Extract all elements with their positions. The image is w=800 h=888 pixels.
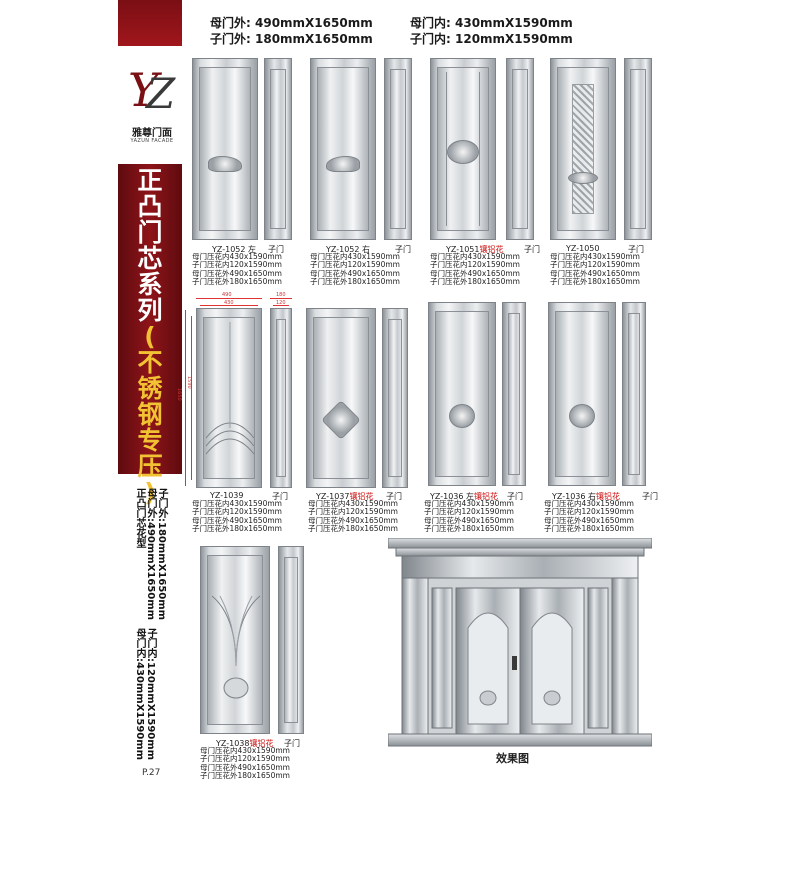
- title-char: 凸: [137, 192, 163, 221]
- series-title: 正凸门芯系列(不锈钢专压): [118, 168, 182, 506]
- product-code-1037: YZ-1037镶铝花: [316, 492, 374, 501]
- side-note-child-outer: 子门外:180mmX1650mm: [156, 488, 167, 621]
- child-door-panel-1050: [624, 58, 652, 240]
- dimension-child-inner-width: 120: [276, 300, 286, 306]
- dimension-line-inner-width: [200, 305, 258, 306]
- door-panel-1052-left: [192, 58, 258, 240]
- child-door-panel-1037: [382, 308, 408, 488]
- dimension-line-outer-width: [196, 298, 262, 299]
- child-outer-dimension: 子门外: 180mmX1650mm: [210, 32, 373, 46]
- product-code-1052-left: YZ-1052 左: [212, 245, 257, 254]
- child-door-label: 子门: [628, 245, 644, 254]
- door-panel-1050: [550, 58, 616, 240]
- child-door-panel-1051: [506, 58, 534, 240]
- mother-outer-dimension: 母门外: 490mmX1650mm: [210, 16, 373, 30]
- title-char: 压: [137, 452, 163, 481]
- side-note-mother-outer: 母门外:490mmX1650mm: [145, 488, 156, 621]
- title-char: 列: [137, 296, 163, 325]
- dimension-inner-height: 1590: [186, 376, 192, 389]
- dimension-line-inner-height: [191, 316, 192, 480]
- child-door-panel-1038: [278, 546, 304, 734]
- side-note-pattern: 正凸门芯花型: [134, 488, 145, 548]
- child-door-label: 子门: [268, 245, 284, 254]
- product-code-1039: YZ-1039: [210, 491, 244, 500]
- title-char: 锈: [137, 374, 163, 403]
- child-door-label: 子门: [642, 492, 658, 501]
- brand-name: 雅尊门面: [132, 128, 172, 139]
- product-code-1038: YZ-1038镶铝花: [216, 739, 274, 748]
- title-char: 芯: [137, 244, 163, 273]
- child-door-label: 子门: [272, 492, 288, 501]
- door-panel-1036-left: [428, 302, 496, 486]
- product-code-1036-right: YZ-1036 右镶铝花: [552, 492, 621, 501]
- wave-pattern-icon: [205, 322, 255, 455]
- door-panel-1038: [200, 546, 270, 734]
- door-panel-1052-right: [310, 58, 376, 240]
- child-door-label: 子门: [395, 245, 411, 254]
- side-note-child-inner: 子门内:120mmX1590mm: [145, 628, 156, 761]
- product-code-1052-right: YZ-1052 右: [326, 245, 371, 254]
- title-char: 门: [137, 218, 163, 247]
- title-char: ): [144, 478, 156, 507]
- mother-inner-dimension: 母门内: 430mmX1590mm: [410, 16, 573, 30]
- dimension-outer-width: 490: [222, 292, 232, 298]
- door-panel-1039: [196, 308, 262, 488]
- child-door-label: 子门: [386, 492, 402, 501]
- tulip-pattern-icon: [211, 595, 261, 699]
- effect-caption: 效果图: [496, 752, 529, 765]
- door-panel-1037: [306, 308, 376, 488]
- title-char: 系: [137, 270, 163, 299]
- child-door-label: 子门: [507, 492, 523, 501]
- side-spec-notes-inner: 母门内:430mmX1590mm 子门内:120mmX1590mm: [134, 628, 174, 888]
- page-number: P.27: [142, 768, 161, 778]
- dimension-line-child-outer-width: [270, 298, 292, 299]
- door-panel-1051: [430, 58, 496, 240]
- brand-name-en: YAZUN FACADE: [130, 138, 174, 144]
- child-inner-dimension: 子门内: 120mmX1590mm: [410, 32, 573, 46]
- dimension-line-child-inner-width: [273, 305, 289, 306]
- product-code-1036-left: YZ-1036 左镶铝花: [430, 492, 499, 501]
- title-char: 钢: [137, 400, 163, 429]
- child-door-panel-1052-right: [384, 58, 412, 240]
- child-door-panel-1036-right: [622, 302, 646, 486]
- child-door-label: 子门: [524, 245, 540, 254]
- side-note-mother-inner: 母门内:430mmX1590mm: [134, 628, 145, 761]
- logo-y-glyph: Y: [128, 63, 163, 117]
- door-panel-1036-right: [548, 302, 616, 486]
- entrance-render: [387, 537, 653, 748]
- title-char: 专: [137, 426, 163, 455]
- product-code-1050: YZ-1050: [566, 244, 600, 253]
- title-char: 正: [137, 166, 163, 195]
- dimension-line-outer-height: [185, 310, 186, 486]
- dimension-inner-width: 430: [224, 300, 234, 306]
- product-code-1051: YZ-1051镶铝花: [446, 245, 504, 254]
- top-accent-band: [118, 0, 182, 46]
- title-char: 不: [137, 348, 163, 377]
- dimension-outer-height: 1650: [176, 388, 182, 401]
- child-door-panel-1036-left: [502, 302, 526, 486]
- child-door-panel-1052-left: [264, 58, 292, 240]
- side-spec-notes: 正凸门芯花型 母门外:490mmX1650mm 子门外:180mmX1650mm: [134, 488, 174, 748]
- logo-z-glyph: Z: [144, 69, 176, 118]
- title-char: (: [144, 322, 156, 351]
- dimension-child-outer-width: 180: [276, 292, 286, 298]
- child-door-panel-1039: [270, 308, 292, 488]
- child-door-label: 子门: [284, 739, 300, 748]
- title-band: [118, 164, 182, 474]
- brand-logo: Y Z: [120, 58, 182, 120]
